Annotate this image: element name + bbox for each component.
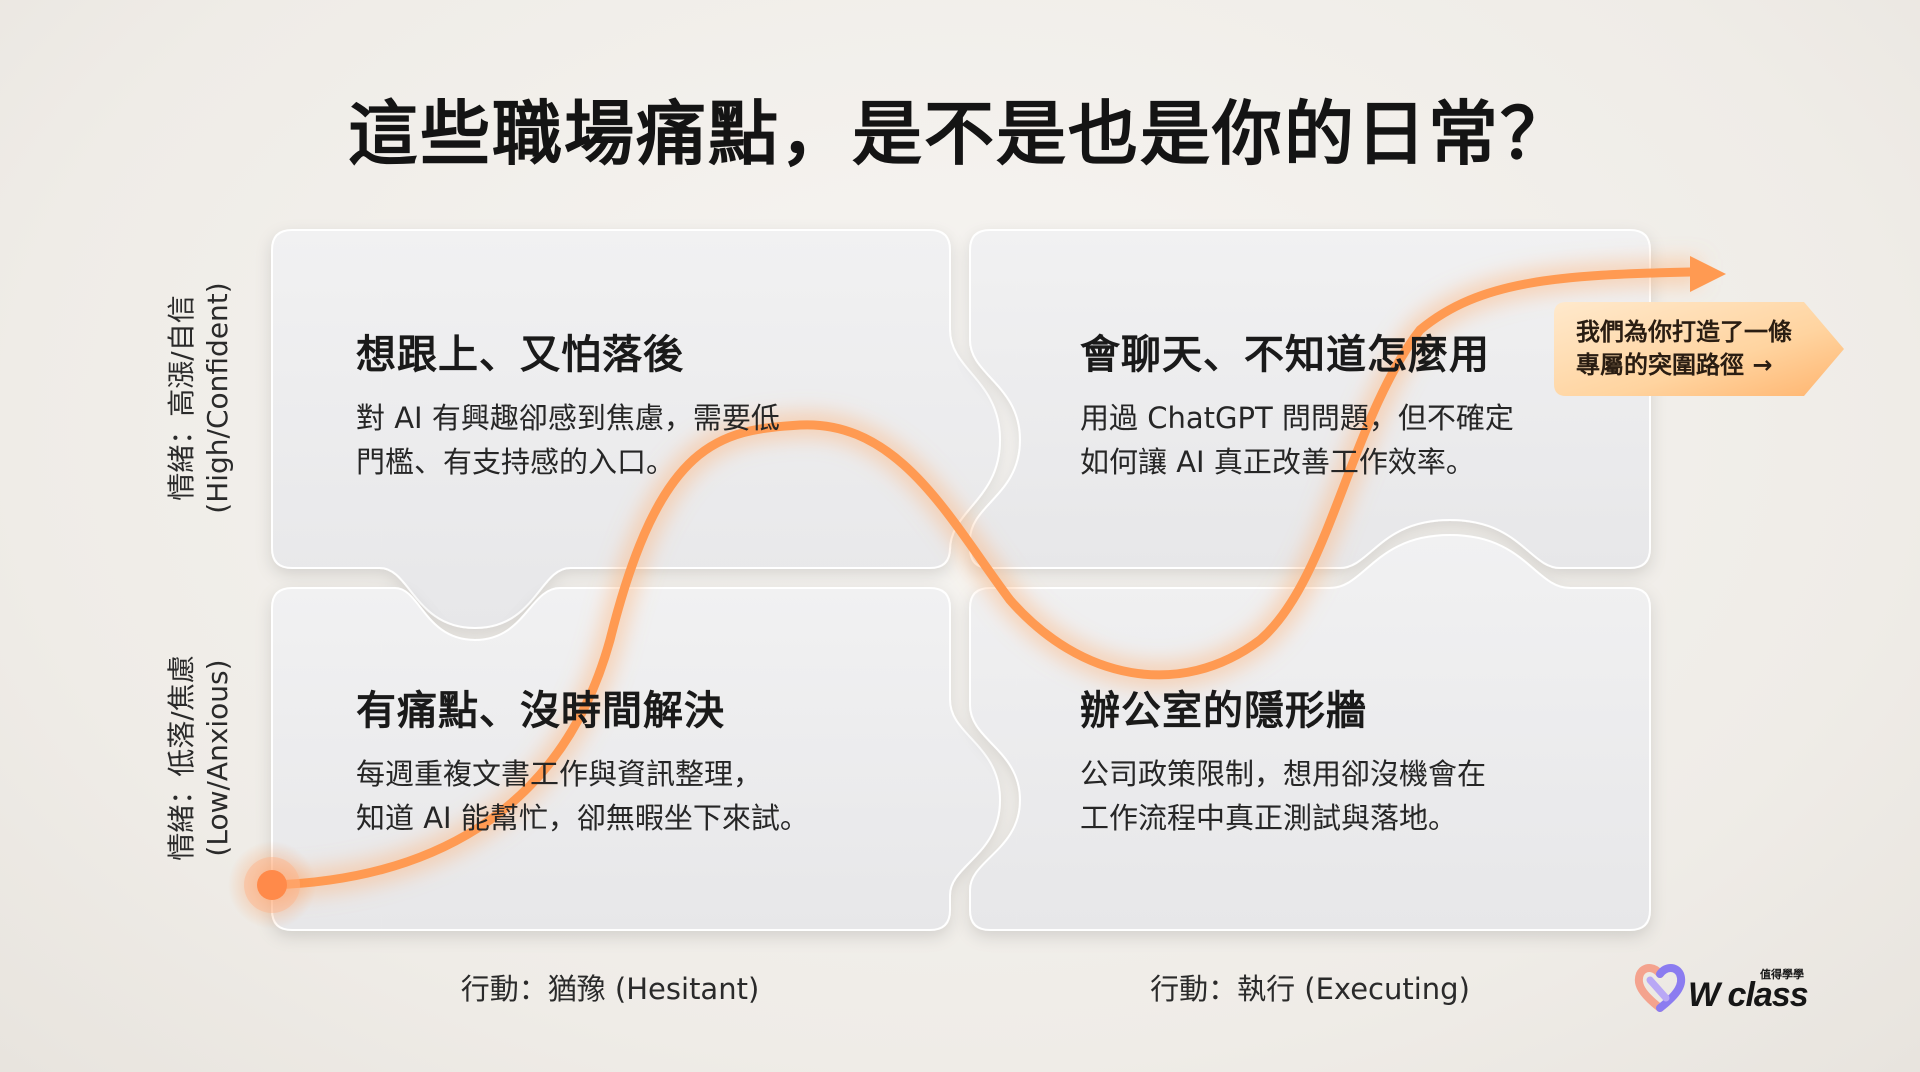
x-axis-label-executing: 行動：執行 (Executing) — [1150, 972, 1470, 1006]
card-top-right — [969, 229, 1651, 569]
x-axis-label-hesitant: 行動：猶豫 (Hesitant) — [460, 972, 760, 1006]
quadrant-desc: 每週重複文書工作與資訊整理， 知道 AI 能幫忙，卻無暇坐下來試。 — [356, 757, 809, 835]
logo-wordmark: W class — [1688, 976, 1809, 1014]
wclass-logo: 值得學學 W class — [1632, 958, 1822, 1018]
quadrant-title: 會聊天、不知道怎麼用 — [1080, 332, 1490, 378]
quadrant-title: 想跟上、又怕落後 — [356, 332, 684, 378]
card-top-left — [271, 229, 1002, 630]
quadrant-title: 辦公室的隱形牆 — [1080, 688, 1367, 734]
arrow-head-icon — [1690, 256, 1726, 292]
quadrant-desc: 對 AI 有興趣卻感到焦慮，需要低 門檻、有支持感的入口。 — [356, 401, 780, 479]
callout-text: 我們為你打造了一條 專屬的突圍路徑 → — [1576, 318, 1792, 379]
quadrant-bottom-left: 有痛點、沒時間解決 每週重複文書工作與資訊整理， 知道 AI 能幫忙，卻無暇坐下… — [356, 678, 809, 840]
quadrant-bottom-right: 辦公室的隱形牆 公司政策限制，想用卻沒機會在 工作流程中真正測試與落地。 — [1080, 678, 1486, 840]
logo-subtitle: 值得學學 — [1760, 968, 1804, 981]
quadrant-top-left: 想跟上、又怕落後 對 AI 有興趣卻感到焦慮，需要低 門檻、有支持感的入口。 — [356, 322, 780, 484]
start-dot — [257, 870, 287, 900]
quadrant-top-right: 會聊天、不知道怎麼用 用過 ChatGPT 問問題，但不確定 如何讓 AI 真正… — [1080, 322, 1514, 484]
page-title: 這些職場痛點，是不是也是你的日常？ — [348, 93, 1572, 175]
journey-curve — [267, 267, 1695, 890]
heart-logo-icon — [1634, 964, 1686, 1012]
quadrant-title: 有痛點、沒時間解決 — [356, 688, 725, 734]
callout-badge: 我們為你打造了一條 專屬的突圍路徑 → — [1554, 302, 1846, 396]
quadrant-desc: 用過 ChatGPT 問問題，但不確定 如何讓 AI 真正改善工作效率。 — [1080, 401, 1514, 479]
callout-shape — [1554, 302, 1844, 396]
card-bottom-right — [969, 533, 1651, 931]
quadrant-desc: 公司政策限制，想用卻沒機會在 工作流程中真正測試與落地。 — [1080, 757, 1487, 835]
